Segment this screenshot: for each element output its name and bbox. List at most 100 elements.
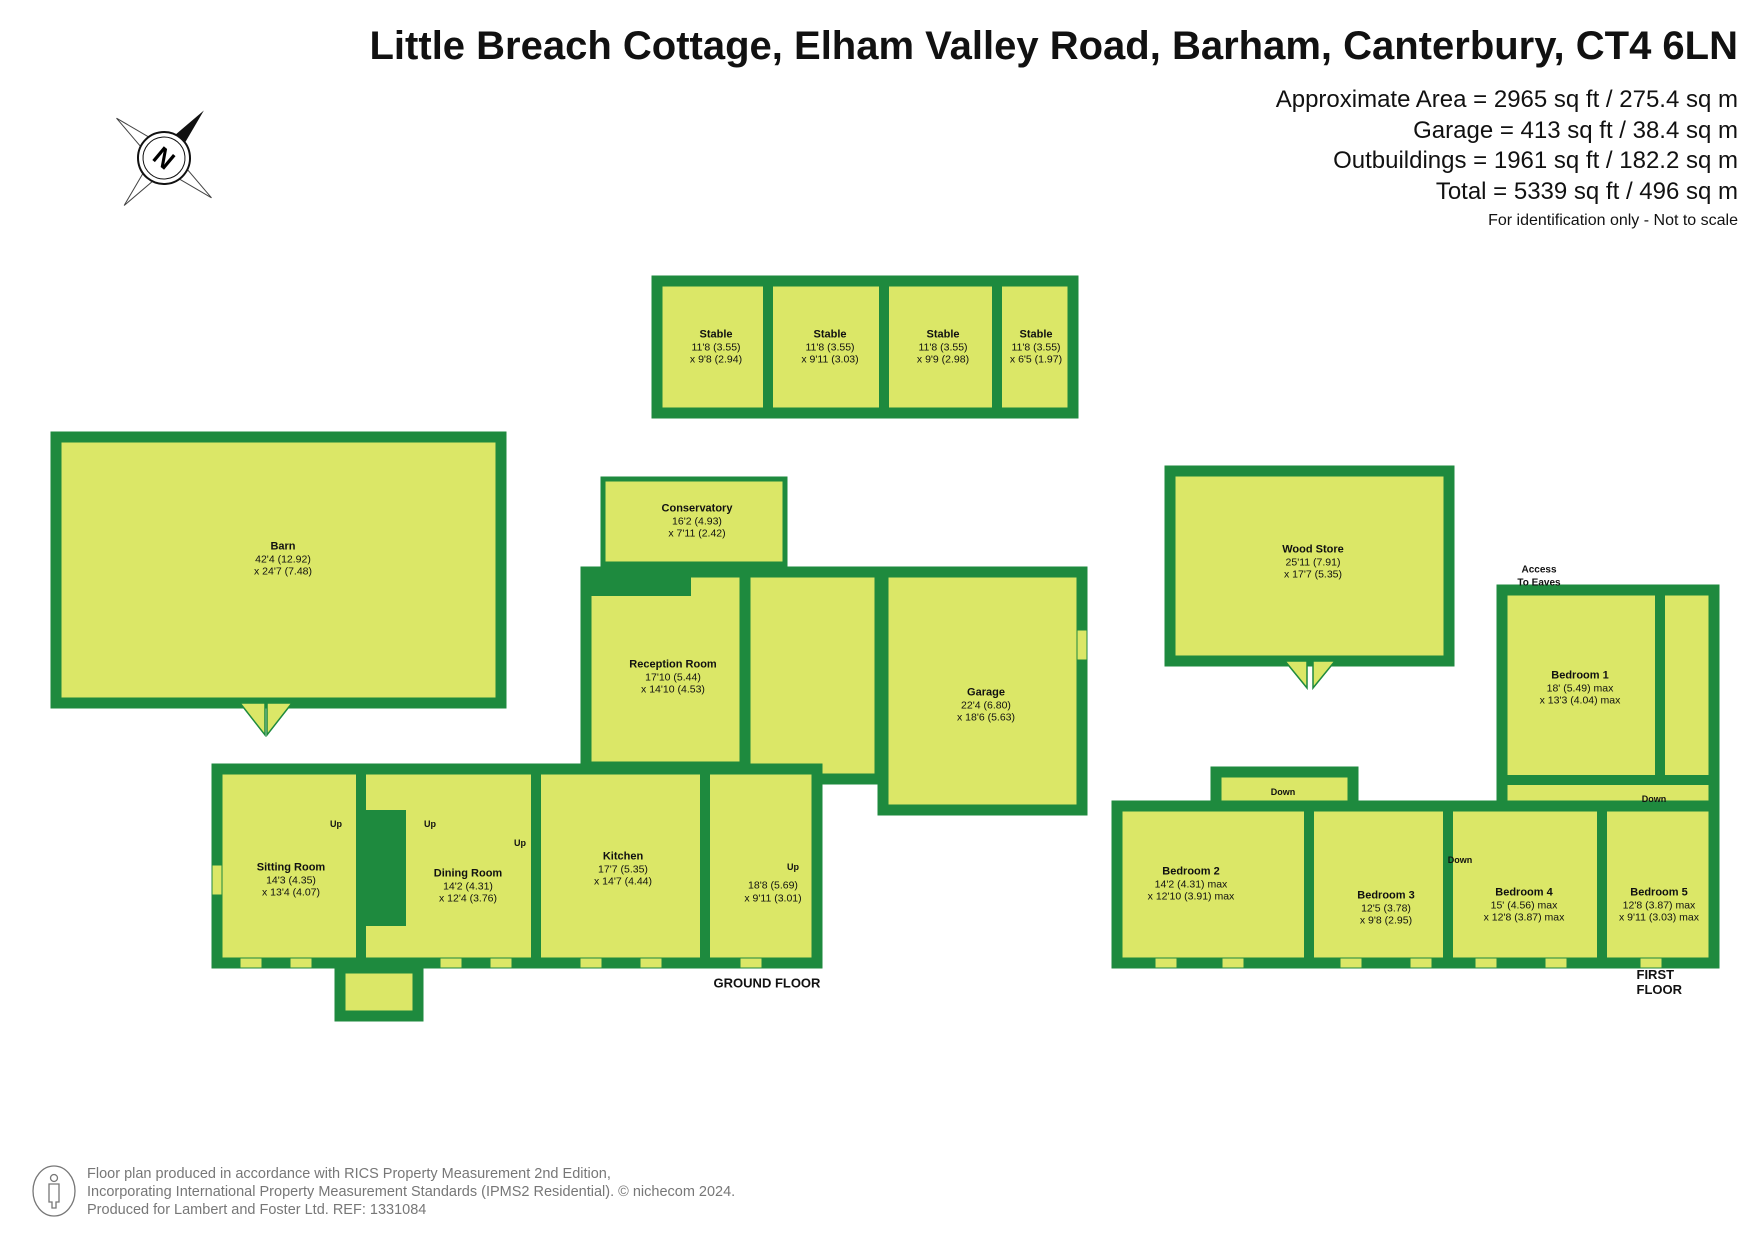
room-dimension: x 9'8 (2.95) xyxy=(1359,914,1413,927)
first-floor-label: FIRST FLOOR xyxy=(1636,967,1683,997)
stair-direction-label: Down xyxy=(1270,787,1296,797)
room-dimension: 14'2 (4.31) max xyxy=(1154,877,1228,890)
conservatory-outline xyxy=(600,476,788,567)
room-dimension: 12'5 (3.78) xyxy=(1361,901,1411,914)
north-compass-icon xyxy=(116,110,212,206)
room-name: Stable xyxy=(1019,328,1053,341)
room-dimension: x 12'4 (3.76) xyxy=(438,892,498,905)
barn-outline xyxy=(50,431,507,709)
footer-line: Produced for Lambert and Foster Ltd. REF… xyxy=(87,1202,427,1218)
room-dimension: 17'10 (5.44) xyxy=(645,670,701,683)
stair-direction-label: Up xyxy=(514,838,526,848)
access-to-eaves-label: Access To Eaves xyxy=(1517,565,1560,590)
room-name: Garage xyxy=(967,686,1005,699)
room-name: Bedroom 1 xyxy=(1551,669,1609,682)
room-dimension: x 14'7 (4.44) xyxy=(593,875,653,888)
room-name: Conservatory xyxy=(661,502,733,515)
room-dimension: 11'8 (3.55) xyxy=(918,340,968,353)
stair-direction-label: Down xyxy=(1447,855,1473,865)
room-dimension: 16'2 (4.93) xyxy=(672,514,722,527)
room-dimension: 22'4 (6.80) xyxy=(961,698,1011,711)
room-name: Reception Room xyxy=(629,658,717,671)
room-dimension: 11'8 (3.55) xyxy=(1011,340,1061,353)
stables-outline xyxy=(651,275,1079,419)
stair-direction-label: Up xyxy=(330,819,342,829)
room-name: Sitting Room xyxy=(256,861,326,874)
room-dimension: 17'7 (5.35) xyxy=(598,862,648,875)
stair-direction-label: Down xyxy=(1641,794,1667,804)
room-name: Stable xyxy=(699,328,733,341)
scale-note: For identification only - Not to scale xyxy=(1488,212,1738,229)
room-name: Barn xyxy=(270,540,296,553)
stair-direction-label: Up xyxy=(424,819,436,829)
room-dimension: x 9'11 (3.01) xyxy=(744,892,802,904)
room-dimension: x 12'8 (3.87) max xyxy=(1483,911,1565,924)
room-dimension: x 12'10 (3.91) max xyxy=(1147,890,1235,903)
room-dimension: 14'3 (4.35) xyxy=(266,873,316,886)
garage-outline xyxy=(877,566,1088,816)
room-name: Stable xyxy=(926,328,960,341)
total-area: Total = 5339 sq ft / 496 sq m xyxy=(1435,178,1738,205)
footer-line: Incorporating International Property Mea… xyxy=(87,1184,736,1200)
ground-floor-label: GROUND FLOOR xyxy=(713,975,821,991)
room-dimension: x 14'10 (4.53) xyxy=(641,683,705,696)
room-dimension: x 13'3 (4.04) max xyxy=(1539,694,1621,707)
room-dimension: 11'8 (3.55) xyxy=(805,340,855,353)
outbuildings-area: Outbuildings = 1961 sq ft / 182.2 sq m xyxy=(1333,147,1738,174)
room-dimension: x 9'9 (2.98) xyxy=(916,353,970,366)
wood-store-outline xyxy=(1164,465,1455,667)
footer-line: Floor plan produced in accordance with R… xyxy=(87,1166,611,1182)
room-dimension: x 7'11 (2.42) xyxy=(668,527,726,540)
room-dimension: 12'8 (3.87) max xyxy=(1622,898,1696,911)
room-dimension: x 9'11 (3.03) xyxy=(801,353,859,366)
room-dimension: x 17'7 (5.35) xyxy=(1283,568,1343,581)
hall-outline xyxy=(739,566,886,785)
room-dimension: x 18'6 (5.63) xyxy=(956,711,1016,724)
room-name: Stable xyxy=(813,328,847,341)
room-dimension: 42'4 (12.92) xyxy=(255,552,311,565)
room-dimension: x 9'8 (2.94) xyxy=(689,353,743,366)
room-dimension: 18' (5.49) max xyxy=(1546,681,1614,694)
room-name: Kitchen xyxy=(602,850,644,863)
first-floor-main-outline xyxy=(1111,800,1720,969)
access-text: Access xyxy=(1521,564,1557,576)
room-dimension: 11'8 (3.55) xyxy=(691,340,741,353)
room-dimension: x 13'4 (4.07) xyxy=(261,886,321,899)
porch-outline xyxy=(334,962,424,1022)
room-name: Dining Room xyxy=(433,867,503,880)
property-title: Little Breach Cottage, Elham Valley Road… xyxy=(369,24,1739,68)
room-dimension: 15' (4.56) max xyxy=(1490,898,1558,911)
room-name: Bedroom 3 xyxy=(1357,889,1415,902)
room-dimension: 25'11 (7.91) xyxy=(1285,555,1341,568)
room-dimension: x 9'11 (3.03) max xyxy=(1618,911,1700,924)
stair-direction-label: Up xyxy=(787,862,799,872)
room-name: Bedroom 5 xyxy=(1630,886,1688,899)
person-icon xyxy=(32,1165,76,1217)
room-dimension: 14'2 (4.31) xyxy=(443,879,493,892)
garage-area: Garage = 413 sq ft / 38.4 sq m xyxy=(1413,117,1738,144)
room-dimension: x 24'7 (7.48) xyxy=(253,565,313,578)
approximate-area: Approximate Area = 2965 sq ft / 275.4 sq… xyxy=(1275,86,1738,113)
eaves-text: To Eaves xyxy=(1517,577,1561,588)
room-name: Wood Store xyxy=(1282,543,1344,556)
room-label-hall: 18'8 (5.69)x 9'11 (3.01) xyxy=(744,880,801,905)
footer-text: Floor plan produced in accordance with R… xyxy=(87,1165,735,1219)
